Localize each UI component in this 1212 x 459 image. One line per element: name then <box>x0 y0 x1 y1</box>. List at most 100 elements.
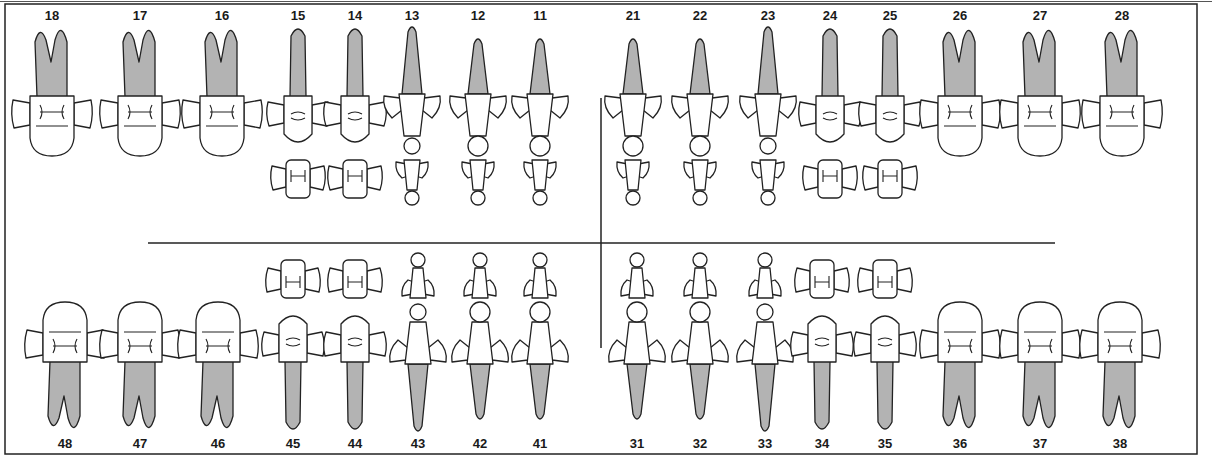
tooth-number: 15 <box>291 8 305 23</box>
upper-tooth <box>182 30 263 156</box>
crown-wing <box>328 166 343 190</box>
incisal-view <box>690 302 710 322</box>
tooth-root <box>201 361 233 428</box>
tooth-root <box>690 364 710 419</box>
crown-wing <box>842 166 857 190</box>
crown-wing <box>267 102 284 126</box>
lower-tooth <box>25 302 106 428</box>
primary-crown <box>343 260 367 298</box>
fissure-line <box>286 338 300 346</box>
upper-tooth <box>12 30 93 156</box>
tooth-number: 11 <box>533 8 547 23</box>
tooth-number: 14 <box>348 8 362 23</box>
incisal-view <box>404 138 420 154</box>
fissure-line <box>124 105 156 126</box>
fissure-line <box>878 276 892 288</box>
tooth-crown <box>752 322 778 364</box>
primary-crown <box>760 160 776 190</box>
upper-tooth <box>859 29 922 198</box>
lower-tooth <box>512 253 569 419</box>
lower-tooth <box>737 253 794 431</box>
crown-wing <box>920 100 938 128</box>
tooth-root <box>877 361 893 429</box>
crown-wing <box>367 166 382 190</box>
tooth-root <box>1023 361 1055 428</box>
primary-crown <box>281 260 305 298</box>
lower-tooth <box>1000 302 1081 428</box>
crown-wing <box>858 268 873 292</box>
tooth-root <box>943 30 975 97</box>
upper-tooth <box>384 27 441 205</box>
crown-wing <box>1144 100 1162 128</box>
tooth-number: 22 <box>693 8 707 23</box>
crown-wing <box>863 166 878 190</box>
lower-tooth <box>609 253 666 419</box>
tooth-number: 27 <box>1033 8 1047 23</box>
tooth-number: 32 <box>693 436 707 451</box>
crown-wing <box>367 268 382 292</box>
tooth-crown <box>938 96 982 156</box>
crown-wing <box>1000 330 1018 358</box>
incisal-view <box>411 253 425 267</box>
crown-wing <box>803 166 818 190</box>
tooth-root <box>623 39 643 94</box>
tooth-crown <box>200 96 244 156</box>
primary-crown <box>286 160 310 198</box>
tooth-root <box>408 364 428 431</box>
fissure-line <box>49 332 81 353</box>
tooth-crown <box>938 302 982 362</box>
incisal-view <box>468 136 488 156</box>
incisal-view <box>405 191 419 205</box>
primary-crown <box>692 160 708 190</box>
crown-wing <box>12 100 30 128</box>
tooth-number: 45 <box>286 436 300 451</box>
incisal-view <box>693 253 707 267</box>
tooth-root <box>814 361 830 429</box>
crown-wing <box>920 330 938 358</box>
tooth-number: 43 <box>411 436 425 451</box>
lower-tooth <box>390 253 447 431</box>
incisal-view <box>760 138 776 154</box>
tooth-crown <box>1098 302 1142 362</box>
fissure-line <box>1024 332 1056 353</box>
fissure-line <box>815 276 829 288</box>
lower-tooth <box>672 253 729 419</box>
tooth-crown <box>467 322 493 364</box>
fissure-line <box>36 105 68 126</box>
fissure-line <box>348 170 362 182</box>
crown-wing <box>791 332 808 356</box>
upper-tooth <box>1082 30 1163 156</box>
tooth-root <box>205 30 237 97</box>
tooth-crown <box>1018 302 1062 362</box>
tooth-crown <box>284 96 312 142</box>
upper-tooth <box>324 29 387 198</box>
tooth-root <box>402 27 422 94</box>
tooth-number: 33 <box>758 436 772 451</box>
tooth-crown <box>871 316 899 362</box>
tooth-number: 31 <box>630 436 644 451</box>
crown-wing <box>244 100 262 128</box>
primary-crown <box>818 160 842 198</box>
fissure-line <box>124 332 156 353</box>
tooth-root <box>468 39 488 94</box>
frame-edge <box>0 1 1212 2</box>
primary-crown <box>810 260 834 298</box>
tooth-crown <box>1100 96 1144 156</box>
crown-wing <box>1062 100 1080 128</box>
tooth-crown <box>30 96 74 156</box>
midline <box>600 98 602 348</box>
upper-tooth <box>605 39 662 205</box>
tooth-crown <box>465 94 491 136</box>
tooth-root <box>758 27 778 94</box>
crown-wing <box>1082 100 1100 128</box>
crown-wing <box>836 332 853 356</box>
crown-wing <box>324 332 341 356</box>
tooth-root <box>822 29 838 97</box>
fissure-line <box>348 338 362 346</box>
crown-wing <box>271 166 286 190</box>
crown-wing <box>310 166 325 190</box>
primary-crown <box>873 260 897 298</box>
tooth-crown <box>624 322 650 364</box>
crown-wing <box>25 330 43 358</box>
